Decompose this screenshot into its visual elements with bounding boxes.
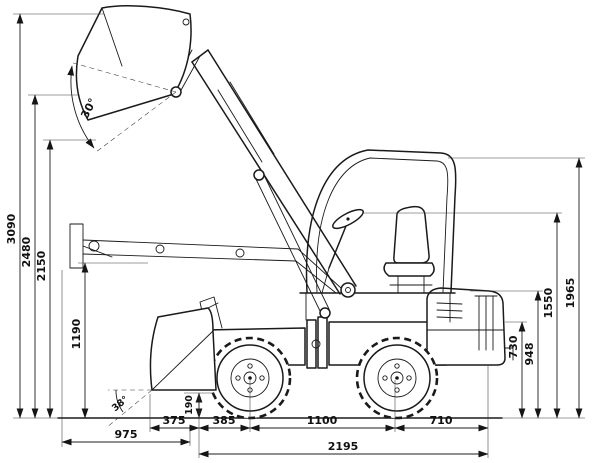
dim-label-375: 375 — [163, 414, 186, 427]
dimension-max-dump-height: 3090 — [5, 13, 104, 419]
boom-raised — [171, 49, 357, 319]
bucket-raised — [75, 5, 192, 121]
dimension-overall-length: 2195 — [198, 440, 489, 458]
dimension-hinge-pin-height: 2480 — [20, 94, 78, 419]
dim-label-3090: 3090 — [5, 213, 18, 244]
dim-label-190: 190 — [184, 395, 195, 415]
boom-lowered-position — [69, 223, 342, 294]
seat — [383, 205, 435, 294]
bucket-ground-angle: 38° — [105, 389, 153, 429]
dim-label-710: 710 — [430, 414, 453, 427]
dimension-lift-height: 2150 — [35, 139, 96, 419]
operator-platform — [299, 292, 456, 323]
canopy — [305, 149, 457, 293]
dimension-front-overhang: 385 — [198, 414, 251, 432]
dim-label-975: 975 — [115, 428, 138, 441]
exhaust-stack — [474, 295, 498, 351]
dim-label-1190: 1190 — [70, 318, 83, 349]
rear-hitch — [504, 347, 514, 361]
dimension-wheelbase: 1100 — [249, 414, 396, 432]
dimension-front-reach: 975 — [61, 428, 191, 446]
dim-label-948: 948 — [523, 343, 536, 366]
hood-vents — [436, 302, 463, 319]
dimension-hood-height: 948 — [470, 290, 543, 419]
dimension-rear-overhang: 710 — [394, 414, 489, 432]
engine-hood — [426, 287, 514, 366]
dim-label-1100: 1100 — [307, 414, 338, 427]
dim-label-1550: 1550 — [542, 287, 555, 318]
bucket-lowered — [149, 302, 219, 391]
dim-label-2480: 2480 — [20, 236, 33, 267]
lift-cylinder — [253, 169, 331, 319]
steering-wheel — [321, 208, 364, 294]
rear-wheel — [355, 336, 439, 420]
dim-label-1965: 1965 — [564, 278, 577, 309]
dimension-rear-frame-height: 730 — [505, 321, 527, 419]
dim-label-2195: 2195 — [328, 440, 359, 453]
dimension-overall-height: 1965 — [448, 157, 585, 419]
dim-label-730: 730 — [507, 335, 520, 358]
dim-label-bucket-angle: 38° — [110, 394, 131, 414]
dim-label-2150: 2150 — [35, 250, 48, 281]
dimension-steering-wheel-height: 1550 — [362, 212, 562, 419]
dim-label-385: 385 — [213, 414, 236, 427]
dimension-boom-transport-height: 1190 — [70, 262, 148, 419]
dimension-bucket-projection: 375 — [149, 414, 200, 432]
